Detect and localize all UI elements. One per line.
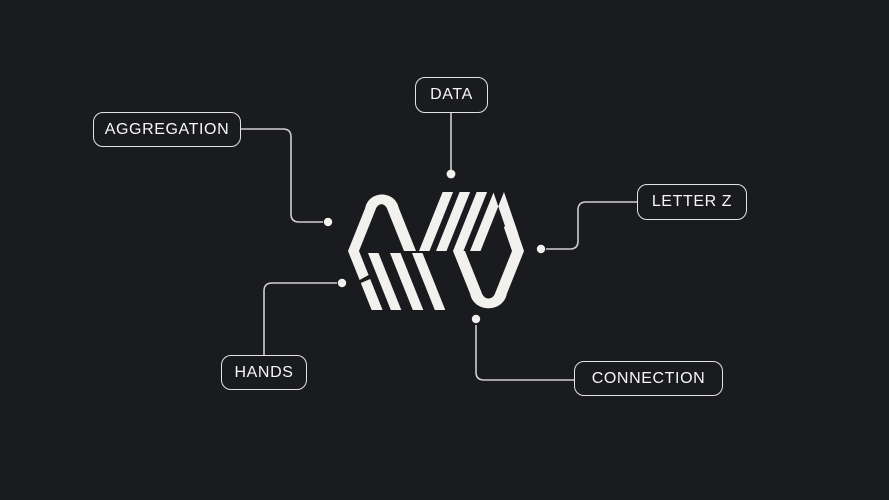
logo xyxy=(348,192,524,310)
logo-bottom-stripe-1 xyxy=(368,253,402,310)
logo-top-stripe-3 xyxy=(453,192,488,251)
label-data: DATA xyxy=(415,77,488,113)
connector-aggregation xyxy=(241,128,323,223)
connector-dot-data xyxy=(446,169,456,179)
label-aggregation: AGGREGATION xyxy=(93,112,241,147)
connector-dot-hands xyxy=(337,278,347,288)
logo-top-stripe-2 xyxy=(436,192,471,251)
logo-top-stripe-1 xyxy=(419,192,454,251)
connector-dot-aggregation xyxy=(323,217,333,227)
connectors xyxy=(241,113,637,381)
logo-u-hand xyxy=(453,222,524,309)
logo-top-right-chevron xyxy=(470,192,519,251)
connector-letter-z xyxy=(546,201,637,250)
label-hands: HANDS xyxy=(221,355,307,390)
connector-dot-connection xyxy=(471,314,481,324)
label-letter-z: LETTER Z xyxy=(637,184,747,220)
connector-connection xyxy=(475,325,574,381)
connector-hands xyxy=(263,282,337,355)
logo-arch-hand xyxy=(348,194,416,280)
logo-bottom-stripe-2 xyxy=(390,253,424,310)
connector-dot-letter-z xyxy=(536,244,546,254)
logo-bottom-stripe-3 xyxy=(412,253,446,310)
logo-lower-left-edge xyxy=(360,279,383,310)
label-connection: CONNECTION xyxy=(574,361,723,396)
